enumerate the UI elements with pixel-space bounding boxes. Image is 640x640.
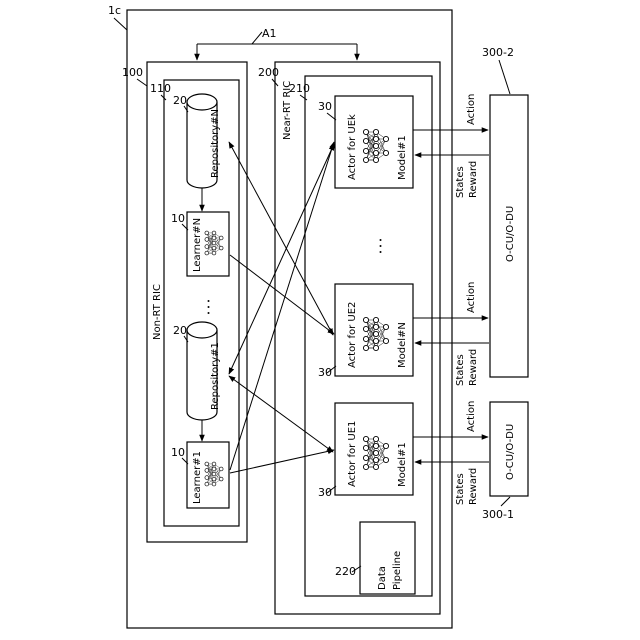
learner-1: Learner#1 (187, 442, 229, 508)
learner-n-label: Learner#N (192, 218, 203, 272)
learner-1-ref: 10 (171, 446, 185, 459)
actor-ue2: Actor for UE2 Model#N (335, 284, 413, 376)
a1-label: A1 (262, 27, 277, 40)
learner-1-label: Learner#1 (192, 451, 203, 504)
actor-uek-title: Actor for UEk (347, 114, 358, 180)
non-rt-outer-ref: 100 (122, 66, 143, 79)
non-rt-ric-label: Non-RT RIC (152, 284, 163, 340)
data-pipeline: Data Pipeline (360, 522, 415, 594)
repository-n-ref: 20 (173, 94, 187, 107)
near-rt-ellipsis: ･･･ (374, 237, 388, 255)
system-ref-leader (114, 18, 127, 30)
states-label: States (455, 166, 466, 198)
non-rt-inner-ref: 110 (150, 82, 171, 95)
odu-2: O-CU/O-DU (490, 95, 528, 377)
system-ref: 1c (108, 4, 121, 17)
near-rt-outer-ref: 200 (258, 66, 279, 79)
action-label: Action (466, 94, 477, 125)
actor-ue1-title: Actor for UE1 (347, 421, 358, 487)
non-rt-ellipsis: ･･･ (202, 298, 216, 316)
odu-1-label: O-CU/O-DU (505, 424, 516, 480)
repository-n-label: Repository#N (210, 109, 221, 178)
repository-1: Repository#1 (187, 322, 221, 420)
odu-2-ref: 300-2 (482, 46, 514, 59)
reward-label: Reward (468, 468, 479, 505)
reward-label: Reward (468, 349, 479, 386)
actor-ue2-ref: 30 (318, 366, 332, 379)
actor-ue1: Actor for UE1 Model#1 (335, 403, 413, 495)
data-pipeline-label-2: Pipeline (392, 551, 403, 590)
actor-uek: Actor for UEk Model#1 (335, 96, 413, 188)
reward-label: Reward (468, 161, 479, 198)
repository-n: Repository#N (187, 94, 221, 188)
states-label: States (455, 473, 466, 505)
odu-1: O-CU/O-DU (490, 402, 528, 496)
odu-1-ref: 300-1 (482, 508, 514, 521)
odu-2-label: O-CU/O-DU (505, 206, 516, 262)
actor-ue1-model: Model#1 (397, 442, 408, 487)
actor-uek-model: Model#1 (397, 135, 408, 180)
learner-n: Learner#N (187, 212, 229, 276)
actor-uek-ref: 30 (318, 100, 332, 113)
actor-ue2-model: Model#N (397, 322, 408, 368)
actor-ue2-title: Actor for UE2 (347, 302, 358, 368)
repository-1-label: Repository#1 (210, 342, 221, 410)
actor-ue1-ref: 30 (318, 486, 332, 499)
learner-n-ref: 10 (171, 212, 185, 225)
near-rt-ric-label: Near-RT RIC (282, 81, 293, 140)
action-label: Action (466, 401, 477, 432)
action-label: Action (466, 282, 477, 313)
repository-1-ref: 20 (173, 324, 187, 337)
states-label: States (455, 354, 466, 386)
data-pipeline-label-1: Data (377, 566, 388, 590)
